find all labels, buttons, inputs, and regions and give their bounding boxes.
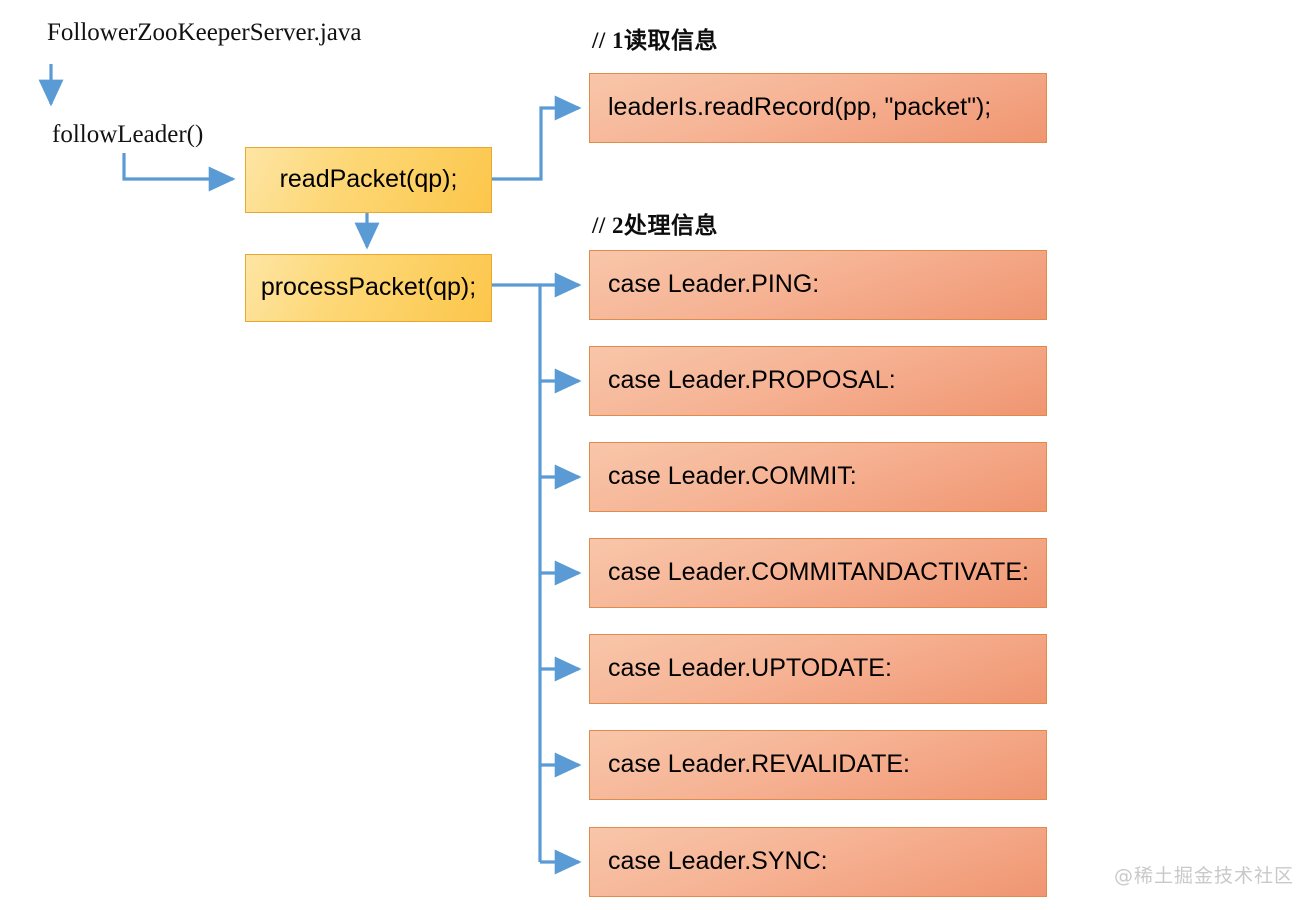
arrow-readpacket-to-readrecord — [492, 95, 582, 181]
case-box-commitandactivate[interactable]: case Leader.COMMITANDACTIVATE: — [589, 538, 1047, 608]
method-box-read-packet[interactable]: readPacket(qp); — [245, 147, 492, 213]
result-box-read-record[interactable]: leaderIs.readRecord(pp, "packet"); — [589, 73, 1047, 143]
file-title: FollowerZooKeeperServer.java — [47, 19, 362, 46]
trunk-processpacket-cases — [492, 283, 542, 862]
entry-method-label: followLeader() — [52, 121, 204, 148]
case-box-commit[interactable]: case Leader.COMMIT: — [589, 442, 1047, 512]
case-box-sync[interactable]: case Leader.SYNC: — [589, 827, 1047, 897]
annotation-read-info: // 1读取信息 — [592, 28, 719, 53]
arrow-followleader-to-readpacket — [122, 153, 236, 192]
case-box-uptodate[interactable]: case Leader.UPTODATE: — [589, 634, 1047, 704]
case-box-ping[interactable]: case Leader.PING: — [589, 250, 1047, 320]
method-box-process-packet[interactable]: processPacket(qp); — [245, 254, 492, 322]
annotation-process-info: // 2处理信息 — [592, 213, 719, 238]
watermark: @稀土掘金技术社区 — [1113, 865, 1294, 887]
case-box-revalidate[interactable]: case Leader.REVALIDATE: — [589, 730, 1047, 800]
case-box-proposal[interactable]: case Leader.PROPOSAL: — [589, 346, 1047, 416]
